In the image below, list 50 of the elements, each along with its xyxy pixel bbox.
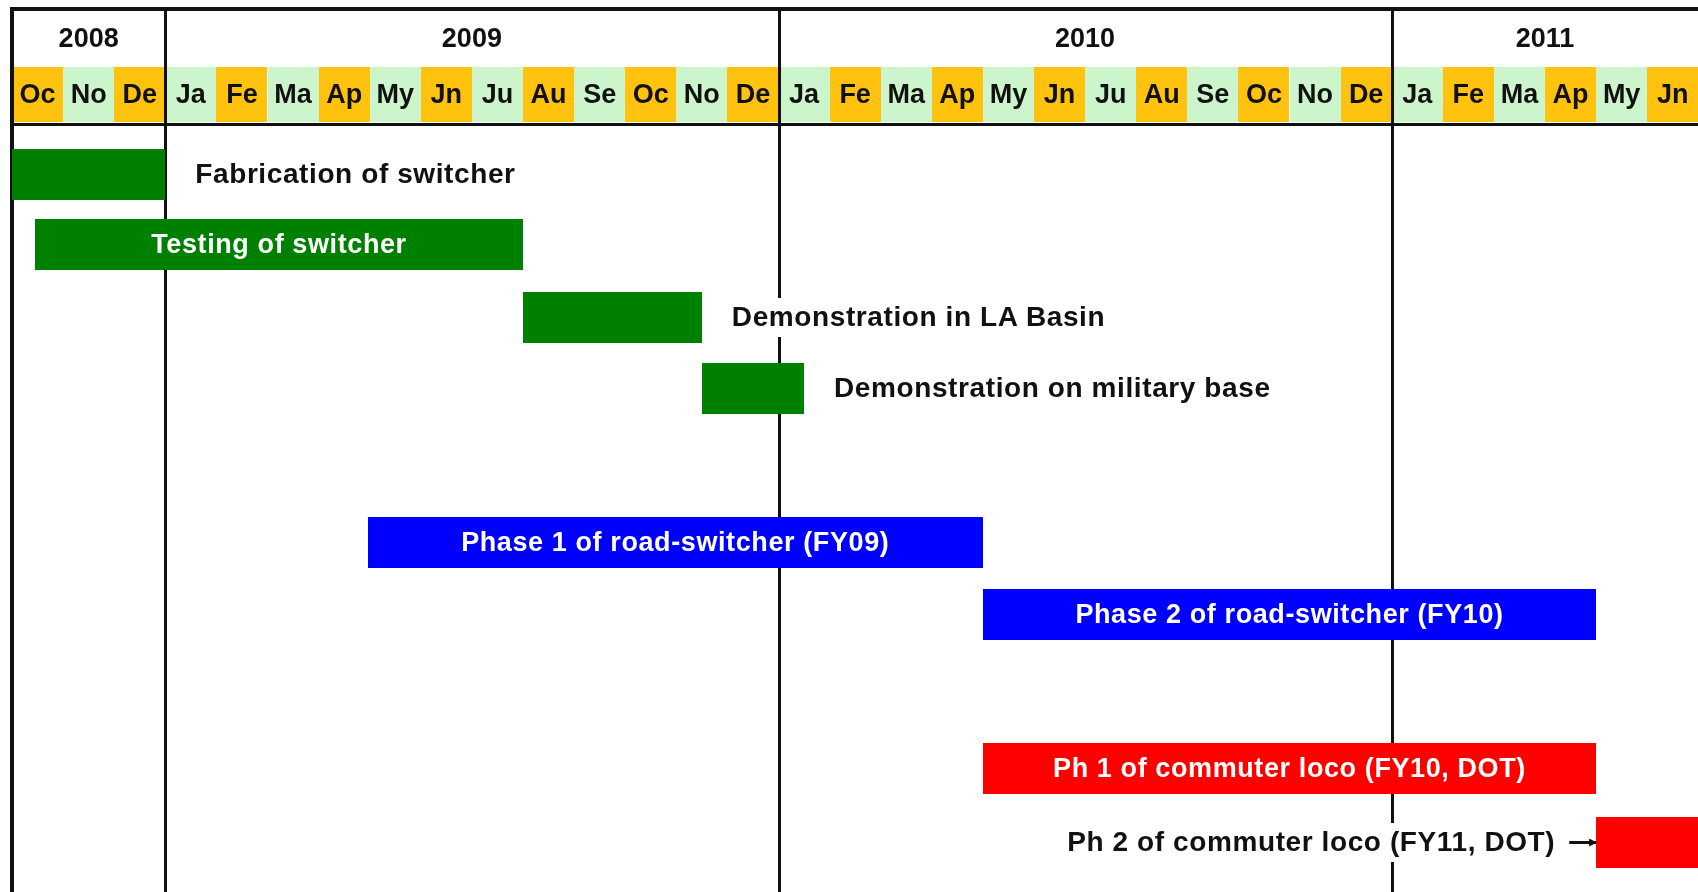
month-label: My [982,67,1034,122]
month-label: No [676,67,728,122]
month-label: No [63,67,115,122]
gantt-bar: Testing of switcher [35,219,523,270]
gantt-bar: Phase 1 of road-switcher (FY09) [367,517,983,568]
year-label: 2008 [57,22,120,55]
month-label: Ja [165,67,217,122]
month-label: No [1289,67,1341,122]
month-label: Fe [1442,67,1494,122]
year-label: 2011 [1514,22,1576,55]
month-label: Fe [216,67,268,122]
task-label: Ph 2 of commuter loco (FY11, DOT) [1067,817,1556,868]
year-label: 2009 [440,22,503,55]
month-label: Jn [1034,67,1086,122]
gantt-bar [12,149,166,200]
month-label: Oc [1238,67,1290,122]
gantt-bar [701,363,805,414]
month-label: Ma [267,67,319,122]
month-label: Se [574,67,626,122]
year-label: 2010 [1054,22,1117,55]
month-label: Oc [625,67,677,122]
arrow [1569,838,1598,847]
month-label: Au [1136,67,1188,122]
month-label: Jn [420,67,472,122]
task-label: Demonstration in LA Basin [731,300,1106,334]
month-label: Oc [12,67,64,122]
month-label: Se [1187,67,1239,122]
month-label: Ma [880,67,932,122]
gantt-bar [1596,817,1698,868]
month-label: Ja [778,67,830,122]
task-label: Fabrication of switcher [195,157,516,191]
month-label: Jn [1647,67,1698,122]
month-label: Ju [1085,67,1137,122]
task-label: Demonstration on military base [834,371,1271,405]
month-label: Ju [471,67,523,122]
gantt-bar: Ph 1 of commuter loco (FY10, DOT) [982,743,1597,794]
month-label: My [369,67,421,122]
month-label: Ma [1493,67,1545,122]
month-label: Ja [1391,67,1443,122]
month-label: Ap [318,67,370,122]
gantt-bar [523,292,702,343]
month-label: De [1340,67,1392,122]
month-label: My [1596,67,1648,122]
month-label: De [727,67,779,122]
month-label: Ap [931,67,983,122]
month-label: Ap [1545,67,1597,122]
gantt-bar: Phase 2 of road-switcher (FY10) [982,589,1597,640]
month-label: De [114,67,166,122]
month-label: Au [523,67,575,122]
month-label: Fe [829,67,881,122]
